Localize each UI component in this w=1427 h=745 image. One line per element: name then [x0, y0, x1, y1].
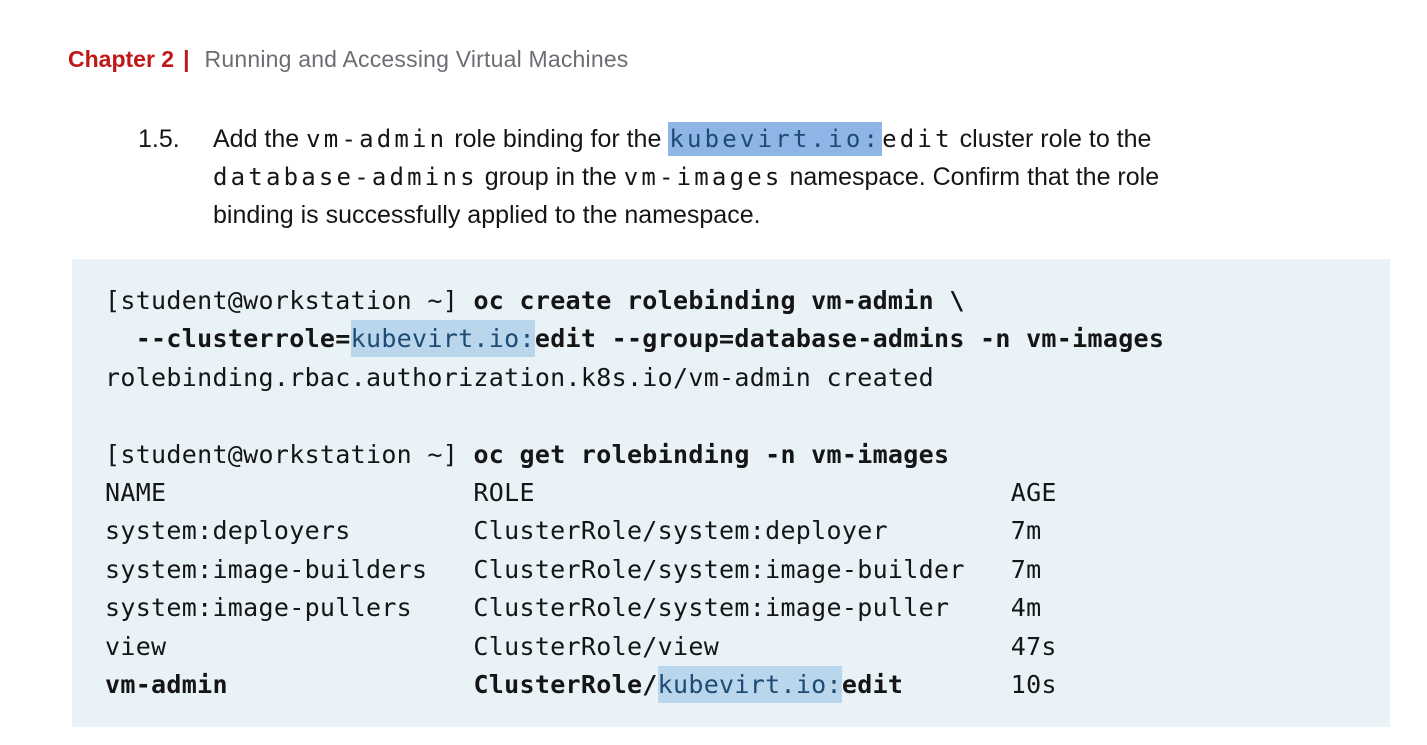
step-number: 1.5.: [138, 125, 180, 153]
command-text: vm-admin: [105, 669, 228, 699]
instruction-text: Add the vm-admin role binding for the ku…: [213, 120, 1159, 234]
terminal-line: --clusterrole=kubevirt.io:edit --group=d…: [105, 320, 1370, 358]
search-highlight: kubevirt.io:: [350, 320, 535, 358]
terminal-line: [student@workstation ~] oc get rolebindi…: [105, 436, 1370, 474]
terminal-line: NAME ROLE AGE: [105, 474, 1370, 512]
command-text: ClusterRole/: [473, 669, 658, 699]
terminal-line: view ClusterRole/view 47s: [105, 628, 1370, 666]
chapter-separator: |: [183, 46, 190, 72]
command-text: edit --group=database-admins -n vm-image…: [534, 324, 1165, 354]
terminal-line: system:image-builders ClusterRole/system…: [105, 551, 1370, 589]
text-segment: binding is successfully applied to the n…: [213, 201, 761, 229]
output-text: [student@workstation ~]: [105, 286, 474, 315]
inline-code: vm-images: [623, 163, 783, 191]
output-text: system:image-builders ClusterRole/system…: [105, 554, 1042, 584]
text-segment: role binding for the: [447, 125, 669, 153]
terminal-line: rolebinding.rbac.authorization.k8s.io/vm…: [105, 359, 1370, 397]
terminal-blank-line: [105, 397, 1370, 435]
terminal-line: system:image-pullers ClusterRole/system:…: [105, 589, 1370, 627]
search-highlight: kubevirt.io:: [668, 122, 883, 156]
command-text: --clusterrole=: [105, 324, 351, 354]
instruction-line: Add the vm-admin role binding for the ku…: [213, 120, 1159, 158]
instruction-line: database-admins group in the vm-images n…: [213, 158, 1159, 196]
command-text: oc get rolebinding -n vm-images: [473, 439, 950, 469]
terminal-line: vm-admin ClusterRole/kubevirt.io:edit 10…: [105, 665, 1370, 704]
instruction-line: binding is successfully applied to the n…: [213, 196, 1159, 234]
text-segment: group in the: [477, 163, 624, 191]
text-segment: Add the: [213, 125, 307, 153]
terminal-output: [student@workstation ~] oc create rolebi…: [72, 259, 1390, 727]
output-text: NAME ROLE AGE: [105, 477, 1057, 507]
output-text: [903, 670, 1010, 699]
search-highlight: kubevirt.io:: [657, 665, 842, 703]
inline-code: edit: [882, 125, 953, 153]
instruction-step: 1.5. Add the vm-admin role binding for t…: [138, 120, 1159, 234]
command-text: edit: [841, 669, 904, 699]
text-segment: namespace. Confirm that the role: [782, 163, 1160, 191]
inline-code: database-admins: [213, 163, 478, 191]
output-text: [228, 670, 474, 699]
chapter-title: Running and Accessing Virtual Machines: [204, 46, 629, 72]
inline-code: vm-admin: [306, 125, 448, 153]
chapter-header: Chapter 2 | Running and Accessing Virtual …: [68, 44, 629, 74]
output-text: [student@workstation ~]: [105, 439, 474, 469]
output-text: system:image-pullers ClusterRole/system:…: [105, 593, 1042, 623]
output-text: 10s: [1010, 669, 1057, 699]
terminal-line: [student@workstation ~] oc create rolebi…: [105, 282, 1370, 320]
chapter-label: Chapter 2: [68, 46, 175, 72]
command-text: oc create rolebinding vm-admin \: [473, 286, 965, 315]
output-text: rolebinding.rbac.authorization.k8s.io/vm…: [105, 362, 934, 392]
output-text: view ClusterRole/view 47s: [105, 631, 1057, 661]
terminal-line: system:deployers ClusterRole/system:depl…: [105, 512, 1370, 550]
text-segment: cluster role to the: [952, 125, 1152, 153]
output-text: system:deployers ClusterRole/system:depl…: [105, 516, 1042, 546]
